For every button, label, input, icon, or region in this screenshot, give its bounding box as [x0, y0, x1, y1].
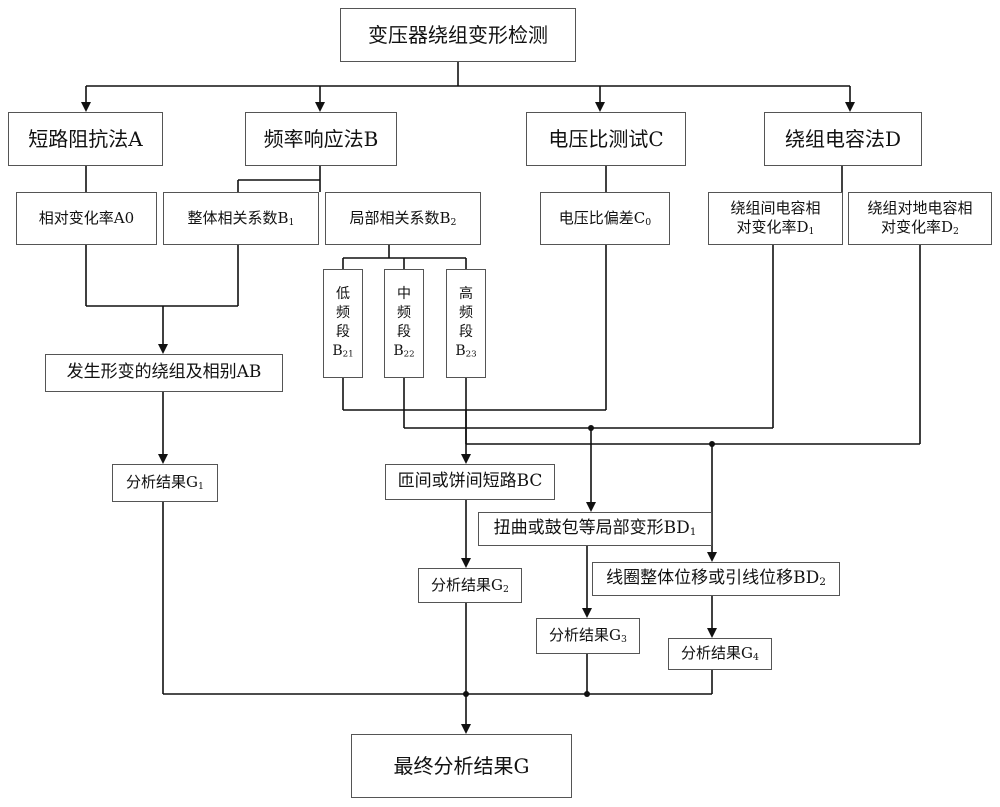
b22-char-3: 段: [397, 324, 411, 341]
g1-node: 分析结果G1: [112, 464, 218, 502]
b2-node: 局部相关系数B2: [325, 192, 481, 245]
bd1-node: 扭曲或鼓包等局部变形BD1: [478, 512, 712, 546]
g1-label: 分析结果G1: [126, 473, 204, 493]
bc-label: 匝间或饼间短路BC: [397, 471, 543, 492]
b23-char-1: 高: [459, 286, 473, 303]
root-label: 变压器绕组变形检测: [368, 22, 548, 47]
a0-label: 相对变化率A0: [38, 209, 135, 228]
d2-node: 绕组对地电容相 对变化率D2: [848, 192, 992, 245]
bc-node: 匝间或饼间短路BC: [385, 464, 555, 500]
c0-label: 电压比偏差C0: [558, 208, 652, 228]
method-c-label: 电压比测试C: [548, 126, 664, 151]
b22-node: 中 频 段 B22: [384, 269, 424, 378]
b22-char-2: 频: [397, 305, 411, 322]
final-node: 最终分析结果G: [351, 734, 572, 798]
ab-node: 发生形变的绕组及相别AB: [45, 354, 283, 392]
method-c-node: 电压比测试C: [526, 112, 686, 166]
b21-char-3: 段: [336, 324, 350, 341]
b21-char-1: 低: [336, 286, 350, 303]
method-a-label: 短路阻抗法A: [28, 126, 143, 151]
method-a-node: 短路阻抗法A: [8, 112, 163, 166]
junction-dot: [463, 691, 469, 697]
final-label: 最终分析结果G: [393, 753, 530, 778]
b1-node: 整体相关系数B1: [163, 192, 319, 245]
ab-label: 发生形变的绕组及相别AB: [66, 362, 262, 383]
b23-char-2: 频: [459, 305, 473, 322]
method-b-node: 频率响应法B: [245, 112, 397, 166]
d2-line1: 绕组对地电容相: [867, 199, 973, 218]
g3-node: 分析结果G3: [536, 618, 640, 654]
g4-node: 分析结果G4: [668, 638, 772, 670]
c0-node: 电压比偏差C0: [540, 192, 670, 245]
b21-node: 低 频 段 B21: [323, 269, 363, 378]
method-b-label: 频率响应法B: [263, 126, 379, 151]
method-d-node: 绕组电容法D: [764, 112, 922, 166]
d2-line2: 对变化率D2: [881, 218, 959, 237]
b23-char-3: 段: [459, 324, 473, 341]
method-d-label: 绕组电容法D: [784, 126, 902, 151]
bd2-label: 线圈整体位移或引线位移BD2: [606, 568, 826, 589]
root-node: 变压器绕组变形检测: [340, 8, 576, 62]
g4-label: 分析结果G4: [681, 644, 759, 664]
b23-node: 高 频 段 B23: [446, 269, 486, 378]
junction-dot: [588, 425, 594, 431]
junction-dot: [709, 441, 715, 447]
b22-char-1: 中: [397, 286, 411, 303]
d1-node: 绕组间电容相 对变化率D1: [708, 192, 843, 245]
b21-code: B21: [332, 343, 354, 360]
b23-code: B23: [455, 343, 477, 360]
b21-char-2: 频: [336, 305, 350, 322]
b2-label: 局部相关系数B2: [349, 208, 457, 228]
d1-line1: 绕组间电容相: [730, 199, 821, 218]
junction-dot: [584, 691, 590, 697]
g3-label: 分析结果G3: [549, 626, 627, 646]
d1-line2: 对变化率D1: [736, 218, 815, 237]
g2-label: 分析结果G2: [431, 575, 509, 595]
bd1-label: 扭曲或鼓包等局部变形BD1: [493, 518, 697, 539]
b22-code: B22: [393, 343, 415, 360]
a0-node: 相对变化率A0: [16, 192, 157, 245]
g2-node: 分析结果G2: [418, 568, 522, 603]
b1-label: 整体相关系数B1: [187, 208, 295, 228]
bd2-node: 线圈整体位移或引线位移BD2: [592, 562, 840, 596]
